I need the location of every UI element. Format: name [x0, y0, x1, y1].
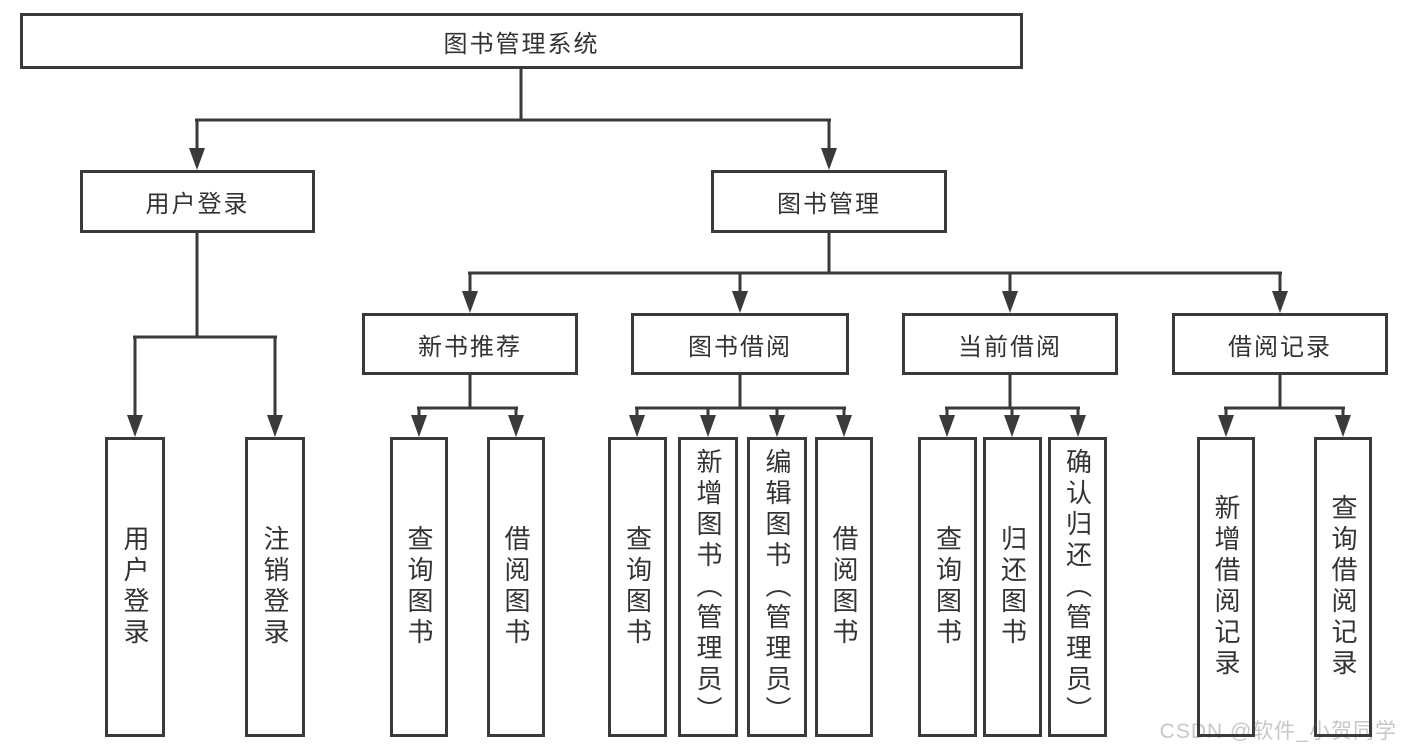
leaf-logout: 注销登录 [245, 437, 305, 737]
leaf-add-book-admin: 新增图书（管理员） [678, 437, 738, 737]
node-label: 新书推荐 [418, 333, 522, 361]
node-user-login-branch: 用户登录 [80, 170, 315, 233]
node-current-borrow: 当前借阅 [902, 313, 1118, 375]
node-label: 借阅图书 [829, 525, 859, 649]
leaf-query-borrow-record: 查询借阅记录 [1314, 437, 1372, 737]
node-book-borrow: 图书借阅 [631, 313, 849, 375]
leaf-return-books: 归还图书 [983, 437, 1042, 737]
leaf-edit-book-admin: 编辑图书（管理员） [747, 437, 807, 737]
leaf-borrow-books-1: 借阅图书 [487, 437, 545, 737]
node-label: 当前借阅 [958, 333, 1062, 361]
node-label: 用户登录 [120, 525, 150, 649]
node-label: 查询图书 [622, 525, 653, 649]
node-new-book-recommend: 新书推荐 [362, 313, 578, 375]
node-label: 图书借阅 [688, 333, 792, 361]
node-book-management-branch: 图书管理 [711, 170, 947, 233]
leaf-user-login: 用户登录 [105, 437, 165, 737]
leaf-query-books-2: 查询图书 [608, 437, 667, 737]
node-label: 注销登录 [260, 525, 290, 649]
node-label: 图书管理系统 [443, 30, 600, 58]
node-label: 编辑图书（管理员） [762, 447, 792, 727]
node-label: 确认归还（管理员） [1062, 447, 1093, 727]
node-label: 用户登录 [145, 191, 250, 218]
leaf-add-borrow-record: 新增借阅记录 [1197, 437, 1255, 737]
node-label: 查询图书 [404, 525, 434, 649]
leaf-borrow-books-2: 借阅图书 [815, 437, 873, 737]
node-label: 借阅记录 [1228, 333, 1332, 361]
node-label: 归还图书 [997, 525, 1028, 649]
node-label: 查询借阅记录 [1328, 494, 1358, 680]
leaf-query-books-3: 查询图书 [918, 437, 977, 737]
node-label: 查询图书 [932, 525, 963, 649]
node-label: 图书管理 [777, 191, 881, 218]
leaf-query-books-1: 查询图书 [390, 437, 448, 737]
node-label: 新增借阅记录 [1211, 494, 1241, 680]
csdn-watermark: CSDN @软件_小贺同学 [1159, 720, 1397, 743]
leaf-confirm-return-admin: 确认归还（管理员） [1048, 437, 1107, 737]
node-label: 新增图书（管理员） [693, 447, 723, 727]
node-borrow-records: 借阅记录 [1172, 313, 1388, 375]
node-label: 借阅图书 [501, 525, 531, 649]
node-system-root: 图书管理系统 [20, 13, 1023, 69]
